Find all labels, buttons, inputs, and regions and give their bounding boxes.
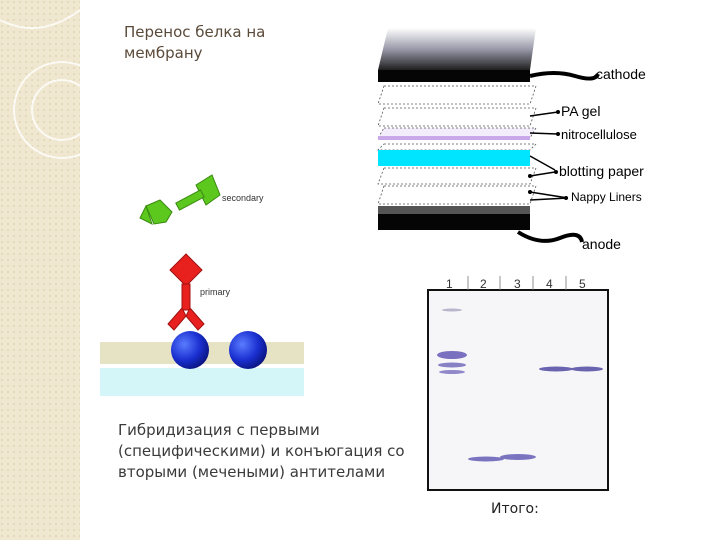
- cathode-plate: [378, 28, 536, 82]
- primary-label: primary: [200, 287, 231, 297]
- lane-label-4: 4: [546, 277, 553, 291]
- pa-gel-label: PA gel: [561, 103, 600, 119]
- spacer-sheets-top: [377, 85, 537, 105]
- secondary-antibody: [139, 174, 221, 225]
- blotting-paper-layer: [377, 143, 537, 166]
- pointer-dots: [528, 110, 568, 200]
- lane-label-3: 3: [514, 277, 521, 291]
- slide-title: Перенос белка на мембрану: [124, 23, 266, 62]
- result-label: Итого:: [491, 501, 539, 517]
- nitrocellulose-layer: [377, 127, 537, 140]
- lane-label-2: 2: [480, 277, 487, 291]
- anode-plate: [378, 206, 530, 230]
- side-band: [0, 0, 80, 540]
- cathode-label: cathode: [596, 66, 646, 82]
- lane-label-1: 1: [446, 277, 453, 291]
- blotting-paper-label: blotting paper: [559, 163, 644, 179]
- secondary-label: secondary: [222, 193, 264, 203]
- nitrocellulose-label: nitrocellulose: [561, 127, 637, 142]
- hybridization-caption: Гибридизация с первыми (специфическими) …: [118, 421, 405, 481]
- nappy-liners-label: Nappy Liners: [571, 190, 642, 204]
- anode-label: anode: [582, 236, 621, 252]
- nappy-liner-layers: [377, 167, 537, 205]
- pa-gel-layer: [377, 107, 537, 127]
- gel-bands: [437, 308, 603, 462]
- support-band: [100, 368, 304, 396]
- antigen-bead-1: [171, 331, 209, 369]
- lane-label-5: 5: [579, 277, 586, 291]
- antigen-bead-2: [229, 331, 267, 369]
- swirl-decoration: [0, 9, 80, 159]
- label-pointers: [516, 71, 600, 243]
- lane-dividers: [467, 276, 567, 290]
- primary-antibody: [167, 253, 205, 331]
